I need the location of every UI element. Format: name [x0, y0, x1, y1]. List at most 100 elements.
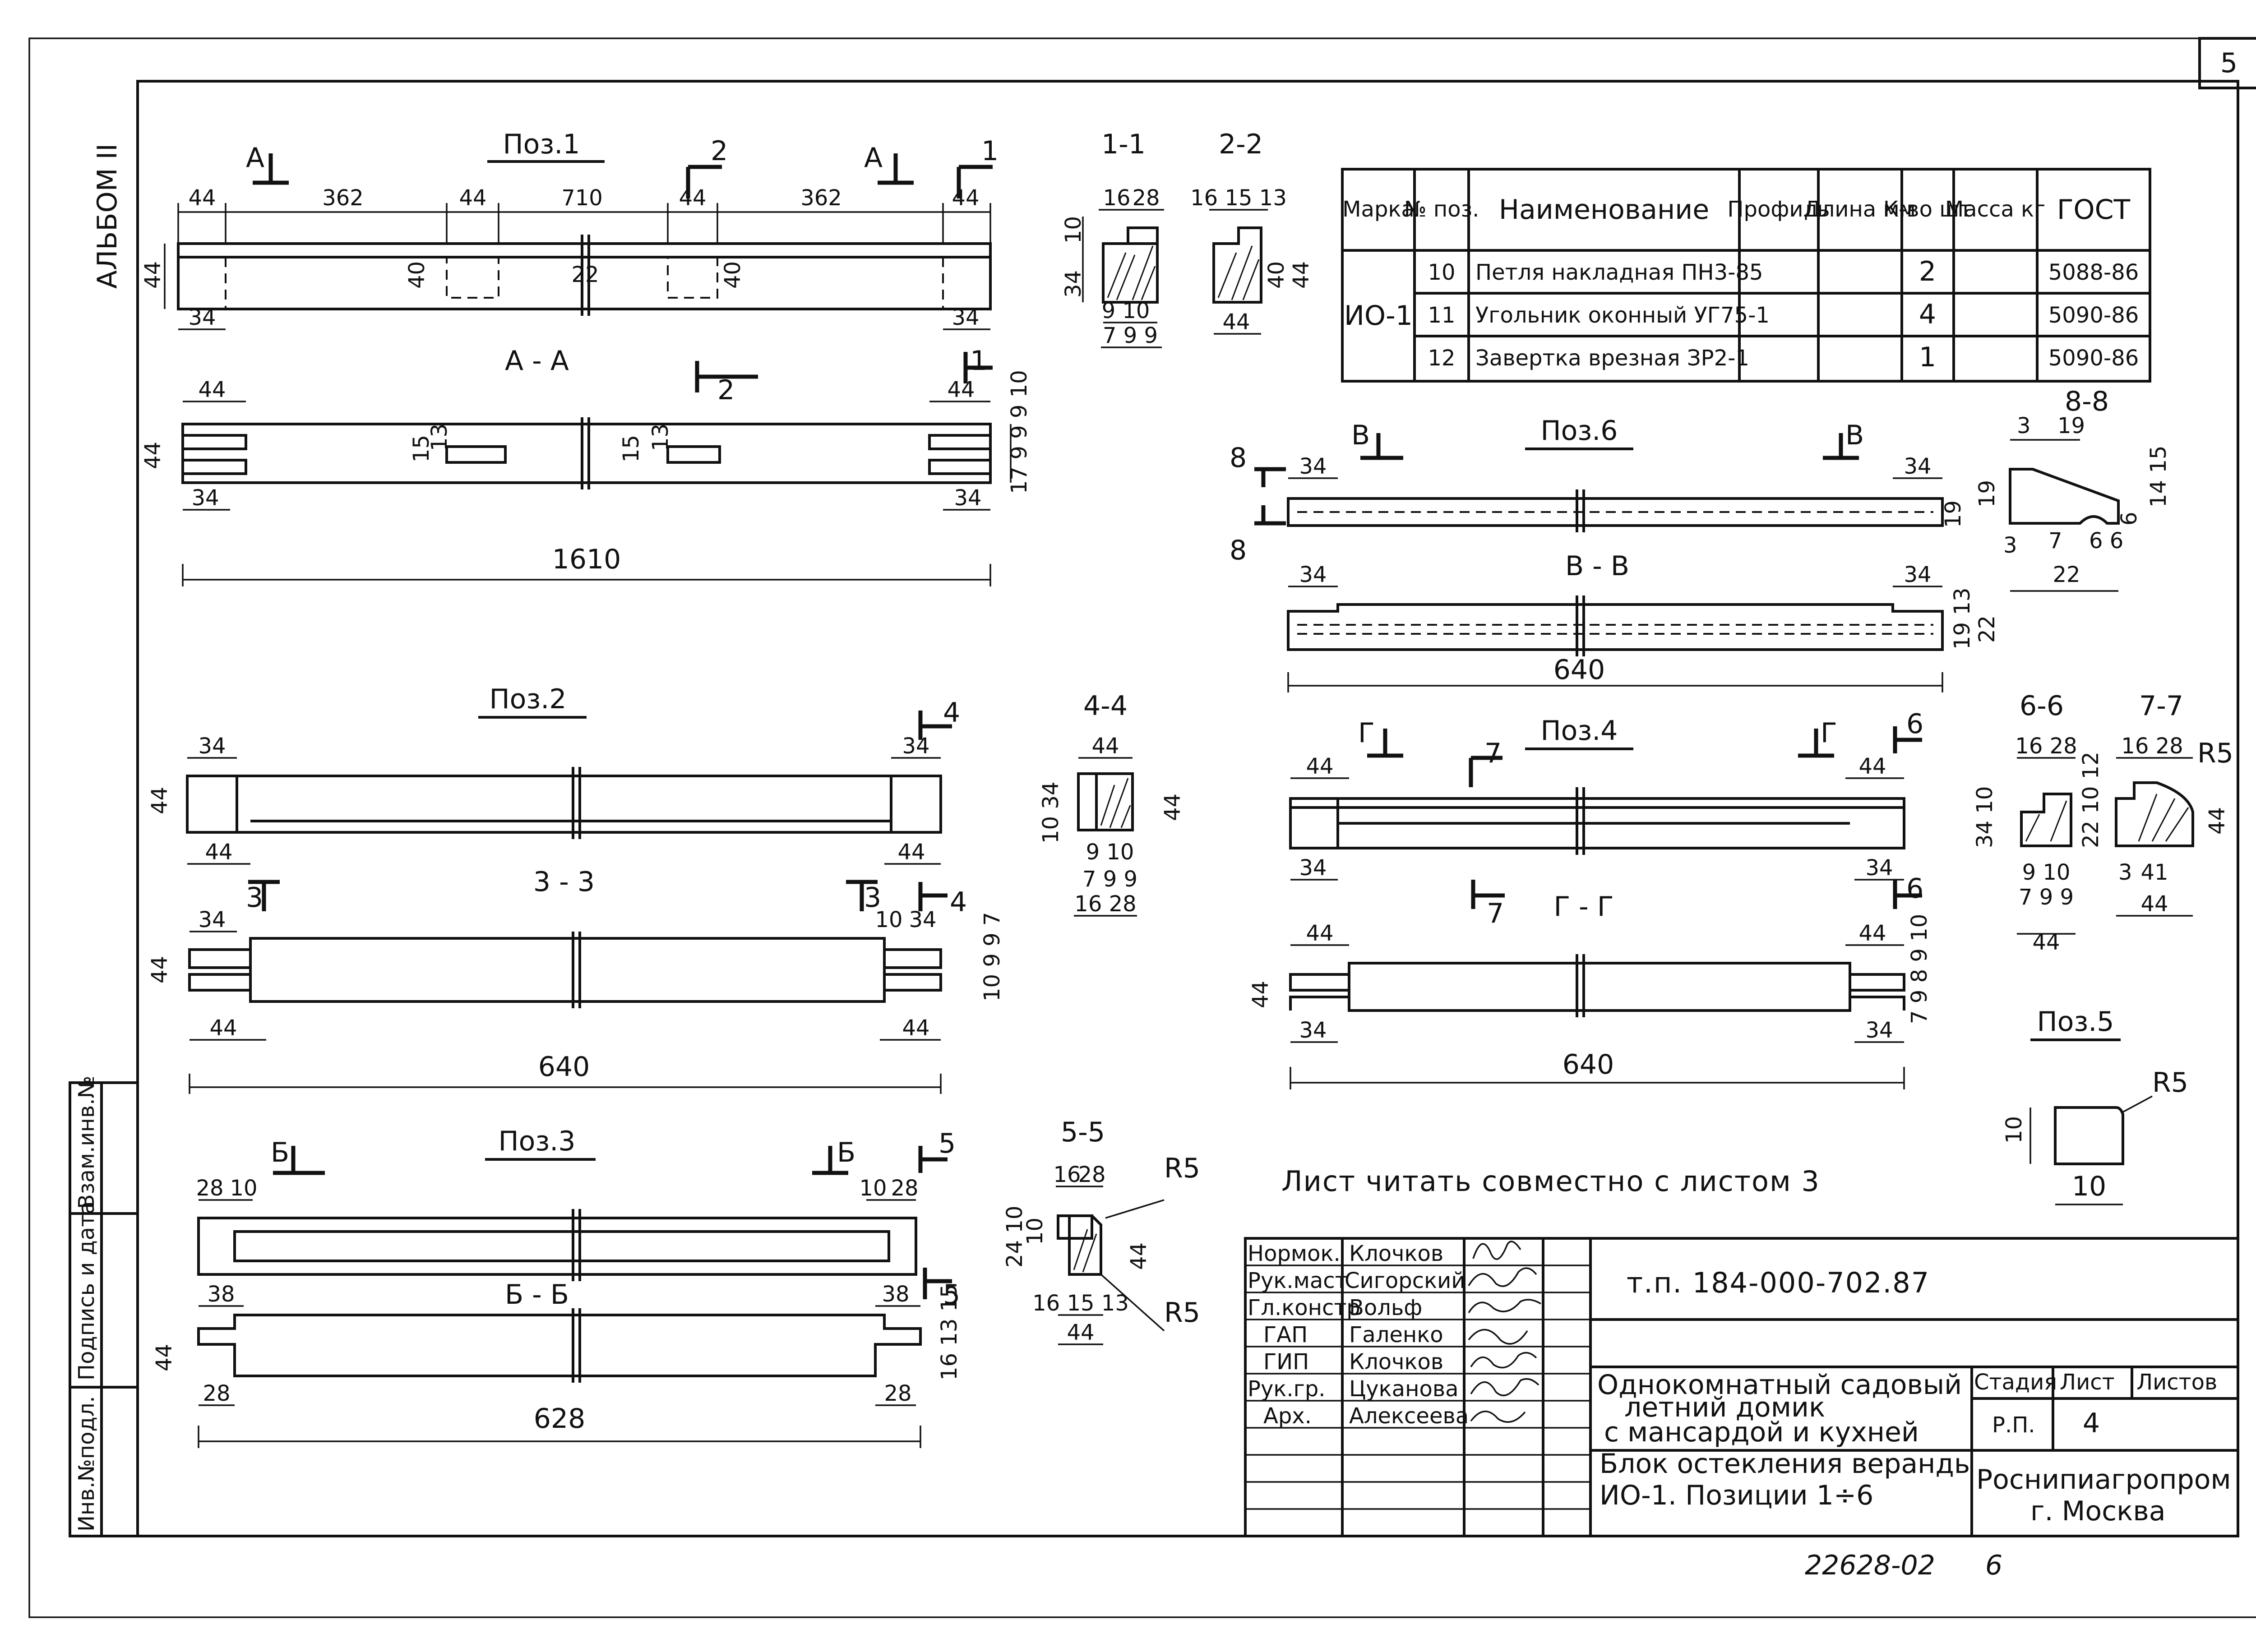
signatures	[1468, 1241, 1541, 1423]
role-1: Нормок.	[1248, 1241, 1341, 1266]
spec-row1-gost: 5088-86	[2048, 260, 2139, 285]
spec-row2-qty: 4	[1919, 299, 1936, 330]
s33-dim-l-bot: 44	[209, 1015, 237, 1041]
pos5-dim-w: 10	[2072, 1171, 2106, 1202]
cut-mark-g1: Г	[1358, 717, 1375, 749]
pos4-title: Поз.4	[1541, 715, 1618, 747]
cut-mark-2-aa: 2	[717, 374, 735, 406]
s33-total: 640	[538, 1051, 590, 1083]
org-line-2: г. Москва	[2030, 1495, 2166, 1527]
pos1-dim-c: 44	[459, 185, 486, 211]
aa-dim-l-bot: 34	[191, 485, 219, 511]
s22-dim-bottom: 44	[1222, 309, 1250, 335]
s77-dim-44-bot: 44	[2140, 891, 2168, 917]
section-aa-view: А - А 2 1 44 44 44 34 34 15 13 15 13 17 …	[140, 345, 1032, 586]
bb-height: 44	[152, 1344, 177, 1371]
s66-dims-9-10: 9 10	[2022, 860, 2071, 885]
cut-mark-3-r: 3	[864, 882, 881, 914]
s33-dim-34: 34	[909, 907, 936, 932]
gg-right-dims: 7 9 8 9 10	[1907, 914, 1932, 1024]
cut-mark-b2: Б	[837, 1137, 855, 1168]
s33-title: 3 - 3	[533, 866, 595, 898]
pos1-dim-b: 362	[322, 185, 364, 211]
pos3-dim-10-r: 10	[859, 1176, 887, 1201]
sheets-header: Листов	[2136, 1370, 2217, 1395]
s22-dim-44: 44	[1289, 261, 1314, 289]
cut-mark-5-bot: 5	[943, 1279, 960, 1311]
s11-dim-28: 28	[1132, 185, 1160, 211]
cut-mark-b1: Б	[271, 1137, 289, 1168]
s33-dim-l-top: 34	[198, 907, 226, 932]
project-line-2: летний домик	[1624, 1392, 1825, 1423]
pos2-title: Поз.2	[490, 683, 567, 715]
s11-dim-7-9-9: 7 9 9	[1103, 323, 1158, 348]
spec-row2-gost: 5090-86	[2048, 303, 2139, 328]
pos1-inner-left: 40	[404, 261, 430, 289]
bb-dim-38-l: 38	[207, 1282, 235, 1307]
pos1-dim-g: 44	[952, 185, 979, 211]
sheet-number: 5	[2220, 47, 2238, 79]
cut-marks-pos1: А А 2 1	[246, 135, 999, 198]
pos6-dim-19: 19	[1941, 500, 1966, 528]
s77-title: 7-7	[2139, 690, 2183, 722]
vv-dim-r: 34	[1904, 562, 1931, 587]
project-line-1: Однокомнатный садовый	[1597, 1369, 1962, 1401]
sheet-value: 4	[2083, 1407, 2100, 1439]
pos2-dim-r-top: 34	[902, 734, 929, 759]
section-7-7: 7-7 16 28 R5 22 10 12 44 3 41 44	[2078, 690, 2233, 917]
aa-inner-13-r: 13	[648, 424, 673, 451]
s77-radius: R5	[2197, 738, 2233, 769]
s22-dims-top: 16 15 13	[1190, 185, 1287, 211]
gg-dim-r-bot: 34	[1865, 1018, 1893, 1043]
th-qty: К-во шт	[1883, 197, 1972, 222]
section-33-view: 3 - 3 3 3 4 34 10 34 44 10 9 9 7 44 44 6…	[147, 866, 1005, 1094]
bb-right-dims: 16 13 15	[937, 1284, 962, 1380]
pos4-dim-l-bot: 34	[1299, 855, 1327, 881]
position-5-view: Поз.5 R5 10 10	[2002, 1006, 2188, 1205]
role-6: Рук.гр.	[1248, 1376, 1326, 1402]
s11-dim-9-10: 9 10	[1102, 298, 1150, 323]
s88-dim-3: 3	[2017, 413, 2031, 438]
name-2: Сигорский	[1345, 1268, 1465, 1293]
s66-dims-left: 34 10	[1972, 786, 1997, 848]
s66-dims-7-9-9: 7 9 9	[2019, 885, 2074, 910]
s88-dim-6: 6	[2117, 512, 2142, 526]
aa-inner-15-r: 15	[619, 435, 644, 462]
aa-total: 1610	[552, 544, 621, 575]
aa-inner-15-l: 15	[409, 435, 434, 462]
pos4-dim-r-bot: 34	[1865, 855, 1893, 881]
aa-dim-r-top: 44	[947, 377, 975, 402]
s88-dim-3-bot: 3	[2003, 533, 2017, 558]
name-4: Галенко	[1349, 1322, 1443, 1347]
position-6-view: Поз.6 В В 8 8 34 34 19	[1230, 415, 1966, 566]
th-mark: Марка	[1342, 197, 1415, 222]
cut-mark-4-bot: 4	[950, 886, 967, 918]
bb-dim-28-r: 28	[884, 1381, 911, 1406]
s88-dim-19-left: 19	[1974, 480, 2000, 508]
pos5-title: Поз.5	[2037, 1006, 2114, 1038]
aa-inner-13-l: 13	[427, 424, 452, 451]
s11-dim-10: 10	[1061, 216, 1086, 244]
pos1-end-left: 34	[188, 305, 216, 330]
s33-dim-r-bot: 44	[902, 1015, 929, 1041]
gg-dim-r-top: 44	[1858, 921, 1886, 946]
s55-dim-16: 16	[1053, 1162, 1081, 1187]
pos1-dim-e: 44	[679, 185, 706, 211]
note-text: Лист читать совместно с листом 3	[1281, 1165, 1820, 1198]
stamp-sign-label: Подпись и дата	[74, 1201, 99, 1380]
bb-total: 628	[534, 1403, 586, 1435]
stage-value: Р.П.	[1992, 1412, 2035, 1438]
s44-dim-44-right: 44	[1160, 794, 1185, 821]
section-vv-view: В - В 34 34 19 13 22 640	[1287, 550, 2000, 692]
s33-right-dims: 10 9 9 7	[980, 912, 1005, 1001]
side-stamp: Инв.№подл. Подпись и дата Взам.инв.№	[69, 1076, 139, 1537]
s88-dim-22: 22	[2053, 562, 2080, 587]
role-3: Гл.констр	[1248, 1295, 1360, 1320]
pos1-end-right: 34	[952, 305, 979, 330]
aa-dim-r-bot: 34	[954, 485, 981, 511]
pos6-dim-r: 34	[1904, 454, 1931, 479]
spec-mark: ИО-1	[1344, 300, 1413, 332]
name-1: Клочков	[1349, 1241, 1443, 1266]
s88-dims-right: 14 15	[2146, 446, 2171, 508]
